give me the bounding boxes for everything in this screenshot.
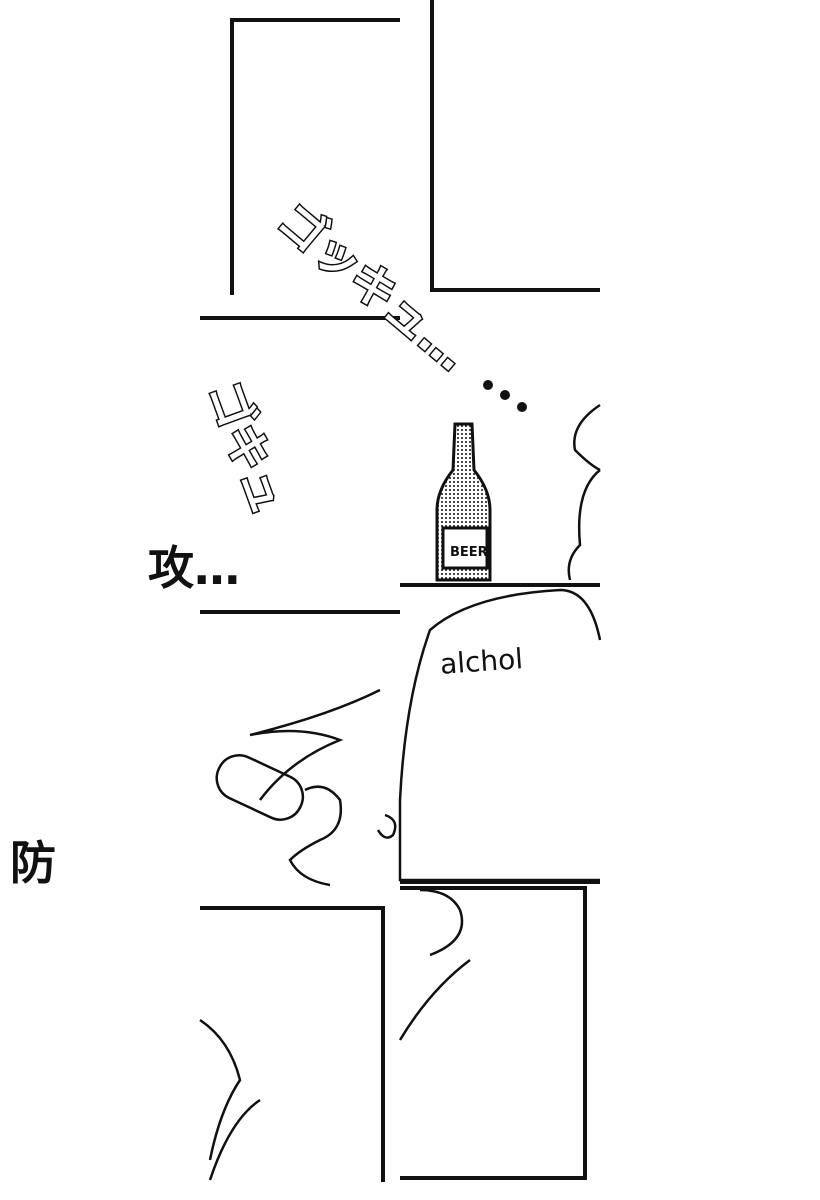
- beer-bottle: [435, 422, 492, 582]
- shirt-text: alchol: [438, 642, 525, 681]
- panel-top-left: [230, 18, 400, 295]
- ellipsis-dots: [483, 380, 527, 412]
- caption-attack: 攻…: [148, 541, 240, 595]
- character-lineart: [199, 403, 602, 1181]
- panel-top-right: [430, 0, 600, 292]
- caption-defense: 防: [10, 836, 56, 890]
- panel-bottom-right: [400, 886, 587, 1180]
- panel-borders: [200, 0, 600, 1182]
- bottle-label: BEER: [450, 545, 488, 560]
- panel-bottom-left: [200, 906, 385, 1182]
